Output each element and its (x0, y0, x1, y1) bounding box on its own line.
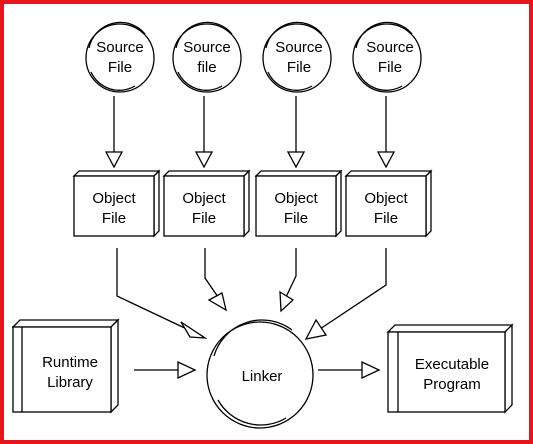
object-file-label-1-line2: File (102, 210, 126, 227)
object-file-label-4-line2: File (374, 210, 398, 227)
source-file-label-3-line1: Source (275, 39, 323, 56)
linker-node: Linker (206, 319, 314, 429)
runtime-library-label-line1: Runtime (42, 354, 98, 371)
arrow-object-to-linker-2 (204, 248, 227, 312)
source-file-node-3: Source File (262, 21, 332, 93)
arrow-linker-to-executable (318, 360, 381, 380)
source-file-label-1-line1: Source (96, 39, 144, 56)
arrow-object-to-linker-4 (304, 248, 387, 340)
object-file-node-2: Object File (162, 169, 251, 238)
executable-program-label-line1: Executable (415, 356, 489, 373)
arrow-object-to-linker-1 (116, 248, 208, 339)
source-file-label-4-line2: File (378, 59, 402, 76)
source-file-label-4-line1: Source (366, 39, 414, 56)
object-file-label-3-line2: File (284, 210, 308, 227)
arrow-source-to-object-2 (194, 96, 214, 169)
object-file-node-3: Object File (254, 169, 343, 238)
object-file-label-2-line1: Object (182, 190, 226, 207)
executable-program-node: Executable Program (386, 323, 514, 414)
arrow-source-to-object-1 (104, 96, 124, 169)
runtime-library-label-line2: Library (47, 374, 93, 391)
object-file-label-2-line2: File (192, 210, 216, 227)
object-file-label-1-line1: Object (92, 190, 136, 207)
object-file-label-4-line1: Object (364, 190, 408, 207)
source-file-label-1-line2: File (108, 59, 132, 76)
source-file-label-2-line2: file (197, 59, 216, 76)
arrow-source-to-object-3 (286, 96, 306, 169)
arrow-runtime-to-linker (134, 360, 197, 380)
source-file-node-1: Source File (85, 21, 155, 93)
source-file-node-2: Source file (172, 21, 242, 93)
arrow-object-to-linker-3 (279, 248, 297, 313)
object-file-node-1: Object File (72, 169, 161, 238)
linker-label: Linker (242, 368, 283, 385)
object-file-label-3-line1: Object (274, 190, 318, 207)
executable-program-label-line2: Program (423, 376, 481, 393)
source-file-node-4: Source File (352, 21, 422, 93)
source-file-label-3-line2: File (287, 59, 311, 76)
runtime-library-node: Runtime Library (11, 318, 120, 414)
object-file-node-4: Object File (344, 169, 433, 238)
source-file-label-2-line1: Source (183, 39, 231, 56)
arrow-source-to-object-4 (376, 96, 396, 169)
